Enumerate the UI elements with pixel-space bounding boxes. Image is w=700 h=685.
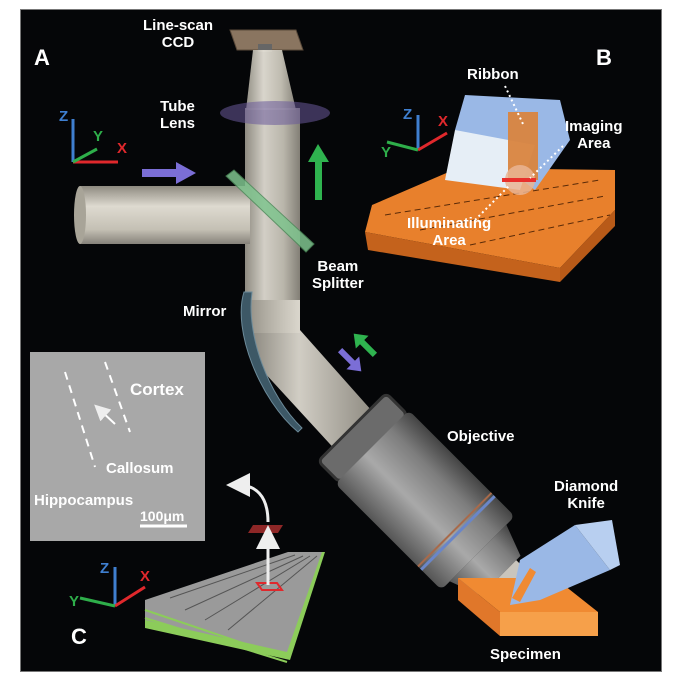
illumination-arrow-diagonal	[337, 347, 362, 372]
section-stack	[144, 552, 325, 663]
axis-b-z-label: Z	[403, 106, 413, 123]
axis-b-y-label: Y	[381, 144, 392, 161]
inset-dashes	[64, 361, 187, 528]
specimen-label: Specimen	[490, 646, 561, 663]
diamond-knife	[510, 520, 620, 605]
axis-a-y-label: Y	[93, 128, 104, 145]
ccd-label: Line-scan CCD	[143, 17, 214, 51]
hippocampus-label: Hippocampus	[34, 492, 134, 509]
objective-label: Objective	[447, 428, 515, 445]
horizontal-tube	[74, 186, 250, 244]
axes-c-icon	[79, 567, 146, 608]
lift-arrow	[226, 473, 280, 585]
axis-b-x-label: X	[438, 113, 449, 130]
axis-a-z-label: Z	[59, 108, 69, 125]
panel-letter-a: A	[34, 45, 50, 70]
axes-b-icon	[386, 115, 448, 152]
diagonal-tube	[245, 300, 380, 455]
tube-lens-label: Tube Lens	[160, 98, 196, 132]
illuminating-area-label: Illuminating Area	[407, 215, 492, 249]
callosum-label: Callosum	[106, 460, 174, 477]
panel-letter-c: C	[71, 624, 87, 649]
axis-c-y-label: Y	[69, 593, 80, 610]
axis-c-z-label: Z	[100, 560, 110, 577]
callosum-inset-image: Cortex Callosum Hippocampus 100μm	[30, 352, 205, 541]
axis-a-x-label: X	[117, 140, 128, 157]
emission-arrow	[308, 144, 329, 200]
imaging-area-label: Imaging Area	[565, 118, 623, 152]
illumination-arrow	[142, 162, 196, 184]
mirror	[240, 291, 303, 433]
scale-bar-label: 100μm	[140, 508, 185, 524]
tube-lens	[220, 101, 330, 125]
beam-splitter	[225, 169, 315, 253]
axis-c-x-label: X	[140, 568, 151, 585]
panel-b-slab	[365, 168, 615, 282]
emission-arrow-diagonal	[353, 333, 378, 358]
axes-a-icon	[71, 119, 118, 164]
beam-splitter-label: Beam Splitter	[312, 258, 364, 292]
mirror-label: Mirror	[183, 303, 227, 320]
line-scan-ccd	[229, 29, 304, 52]
diamond-knife-label: Diamond Knife	[554, 478, 619, 512]
ribbon-label: Ribbon	[467, 66, 519, 83]
panel-letter-b: B	[596, 45, 612, 70]
cortex-label: Cortex	[130, 380, 184, 399]
callout-lines	[474, 85, 564, 221]
ccd-adapter	[246, 50, 296, 110]
